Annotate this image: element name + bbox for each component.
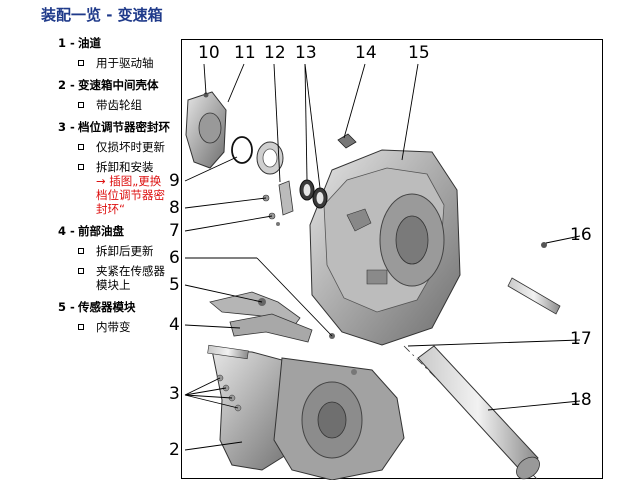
part-item: 1 -油道 用于驱动轴 <box>58 36 170 70</box>
selector-rod <box>507 242 561 315</box>
callout-16: 16 <box>570 225 592 245</box>
callout-18: 18 <box>570 390 592 410</box>
seal-replacement-link[interactable]: → 插图„更换档位调节器密封环“ <box>96 174 165 216</box>
transmission-housing <box>309 149 461 346</box>
exploded-view-figure: 10 11 12 13 14 15 9 8 7 16 6 5 4 17 3 18… <box>169 39 603 480</box>
callout-8: 8 <box>169 198 180 218</box>
part-note: 拆卸和安装 <box>96 160 154 174</box>
callout-2: 2 <box>169 440 180 460</box>
bullet-icon <box>78 324 84 330</box>
drive-shaft <box>403 345 540 480</box>
callout-17: 17 <box>570 329 592 349</box>
part-note: 内带变 <box>96 320 131 334</box>
part-name: 前部油盘 <box>78 224 124 238</box>
part-note: 拆卸后更新 <box>96 244 154 258</box>
callout-6: 6 <box>169 248 180 268</box>
part-name: 传感器模块 <box>78 300 136 314</box>
part-note: 带齿轮组 <box>96 98 142 112</box>
callout-13: 13 <box>295 43 317 63</box>
part-item: 4 -前部油盘 拆卸后更新 夹紧在传感器模块上 <box>58 224 170 292</box>
callout-5: 5 <box>169 275 180 295</box>
part-note: 夹紧在传感器模块上 <box>96 264 165 292</box>
bullet-icon <box>78 144 84 150</box>
bullet-icon <box>78 248 84 254</box>
callout-3: 3 <box>169 384 180 404</box>
bullet-icon <box>78 268 84 274</box>
bullet-icon <box>78 102 84 108</box>
sensor-module <box>209 291 335 343</box>
callout-10: 10 <box>198 43 220 63</box>
callout-4: 4 <box>169 315 180 335</box>
part-name: 档位调节器密封环 <box>78 120 170 134</box>
part-item: 5 -传感器模块 内带变 <box>58 300 170 334</box>
parts-list: 1 -油道 用于驱动轴 2 -变速箱中间壳体 带齿轮组 3 -档位调节器密封环 … <box>58 36 170 342</box>
callout-7: 7 <box>169 221 180 241</box>
front-cover <box>185 91 253 169</box>
leader-lines <box>184 63 581 451</box>
part-name: 油道 <box>78 36 101 50</box>
callout-9: 9 <box>169 171 180 191</box>
part-item: 2 -变速箱中间壳体 带齿轮组 <box>58 78 170 112</box>
bullet-icon <box>78 60 84 66</box>
seals-and-rings <box>256 133 357 216</box>
exploded-view-drawing <box>184 63 581 480</box>
gear-set <box>207 344 405 480</box>
page-title: 装配一览 - 变速箱 <box>41 6 163 24</box>
callout-15: 15 <box>408 43 430 63</box>
part-number: 4 - <box>58 224 75 238</box>
part-number: 3 - <box>58 120 75 134</box>
part-note: 用于驱动轴 <box>96 56 154 70</box>
callout-11: 11 <box>234 43 256 63</box>
part-number: 5 - <box>58 300 75 314</box>
bullet-icon <box>78 164 84 170</box>
part-name: 变速箱中间壳体 <box>78 78 159 92</box>
part-number: 2 - <box>58 78 75 92</box>
bolts <box>262 194 280 226</box>
callout-12: 12 <box>264 43 286 63</box>
part-number: 1 - <box>58 36 75 50</box>
part-item: 3 -档位调节器密封环 仅损坏时更新 拆卸和安装→ 插图„更换档位调节器密封环“ <box>58 120 170 216</box>
callout-14: 14 <box>355 43 377 63</box>
part-note: 仅损坏时更新 <box>96 140 165 154</box>
